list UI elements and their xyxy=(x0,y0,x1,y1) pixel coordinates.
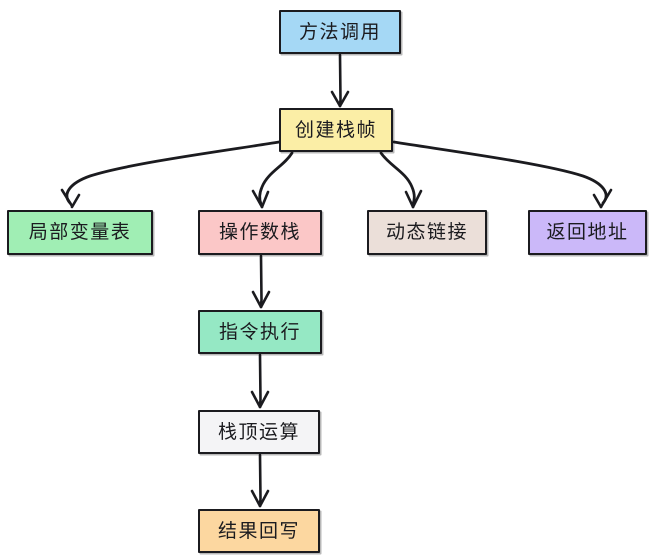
node-top-of-stack-operation[interactable]: 栈顶运算 xyxy=(198,410,320,454)
edge-create-frame-to-operand-stack xyxy=(251,151,294,209)
node-result-writeback[interactable]: 结果回写 xyxy=(198,509,320,553)
node-operand-stack[interactable]: 操作数栈 xyxy=(198,210,322,255)
node-label-top-of-stack-operation: 栈顶运算 xyxy=(217,420,300,443)
node-return-address[interactable]: 返回地址 xyxy=(528,210,647,255)
node-label-result-writeback: 结果回写 xyxy=(217,519,300,542)
edge-instruction-execution-to-top-of-stack xyxy=(250,353,270,409)
edge-create-frame-to-dynamic-linking xyxy=(379,151,423,209)
node-label-method-invoke: 方法调用 xyxy=(298,20,381,43)
edge-operand-stack-to-instruction-execution xyxy=(251,254,271,309)
edge-create-frame-to-local-variable-table xyxy=(60,140,281,209)
node-create-stack-frame[interactable]: 创建栈帧 xyxy=(279,108,393,152)
edge-method-invoke-to-create-frame xyxy=(330,53,350,108)
edge-top-of-stack-to-result-writeback xyxy=(250,453,270,508)
node-label-dynamic-linking: 动态链接 xyxy=(385,221,468,243)
node-label-instruction-execution: 指令执行 xyxy=(218,320,301,343)
edge-create-frame-to-return-address xyxy=(392,140,613,209)
node-method-invoke[interactable]: 方法调用 xyxy=(279,10,401,54)
node-label-create-stack-frame: 创建栈帧 xyxy=(294,118,377,141)
node-label-return-address: 返回地址 xyxy=(546,221,629,243)
node-label-local-variable-table: 局部变量表 xyxy=(28,221,132,243)
node-local-variable-table[interactable]: 局部变量表 xyxy=(7,210,153,255)
node-label-operand-stack: 操作数栈 xyxy=(218,221,301,243)
node-dynamic-linking[interactable]: 动态链接 xyxy=(367,210,487,255)
node-instruction-execution[interactable]: 指令执行 xyxy=(198,310,322,354)
